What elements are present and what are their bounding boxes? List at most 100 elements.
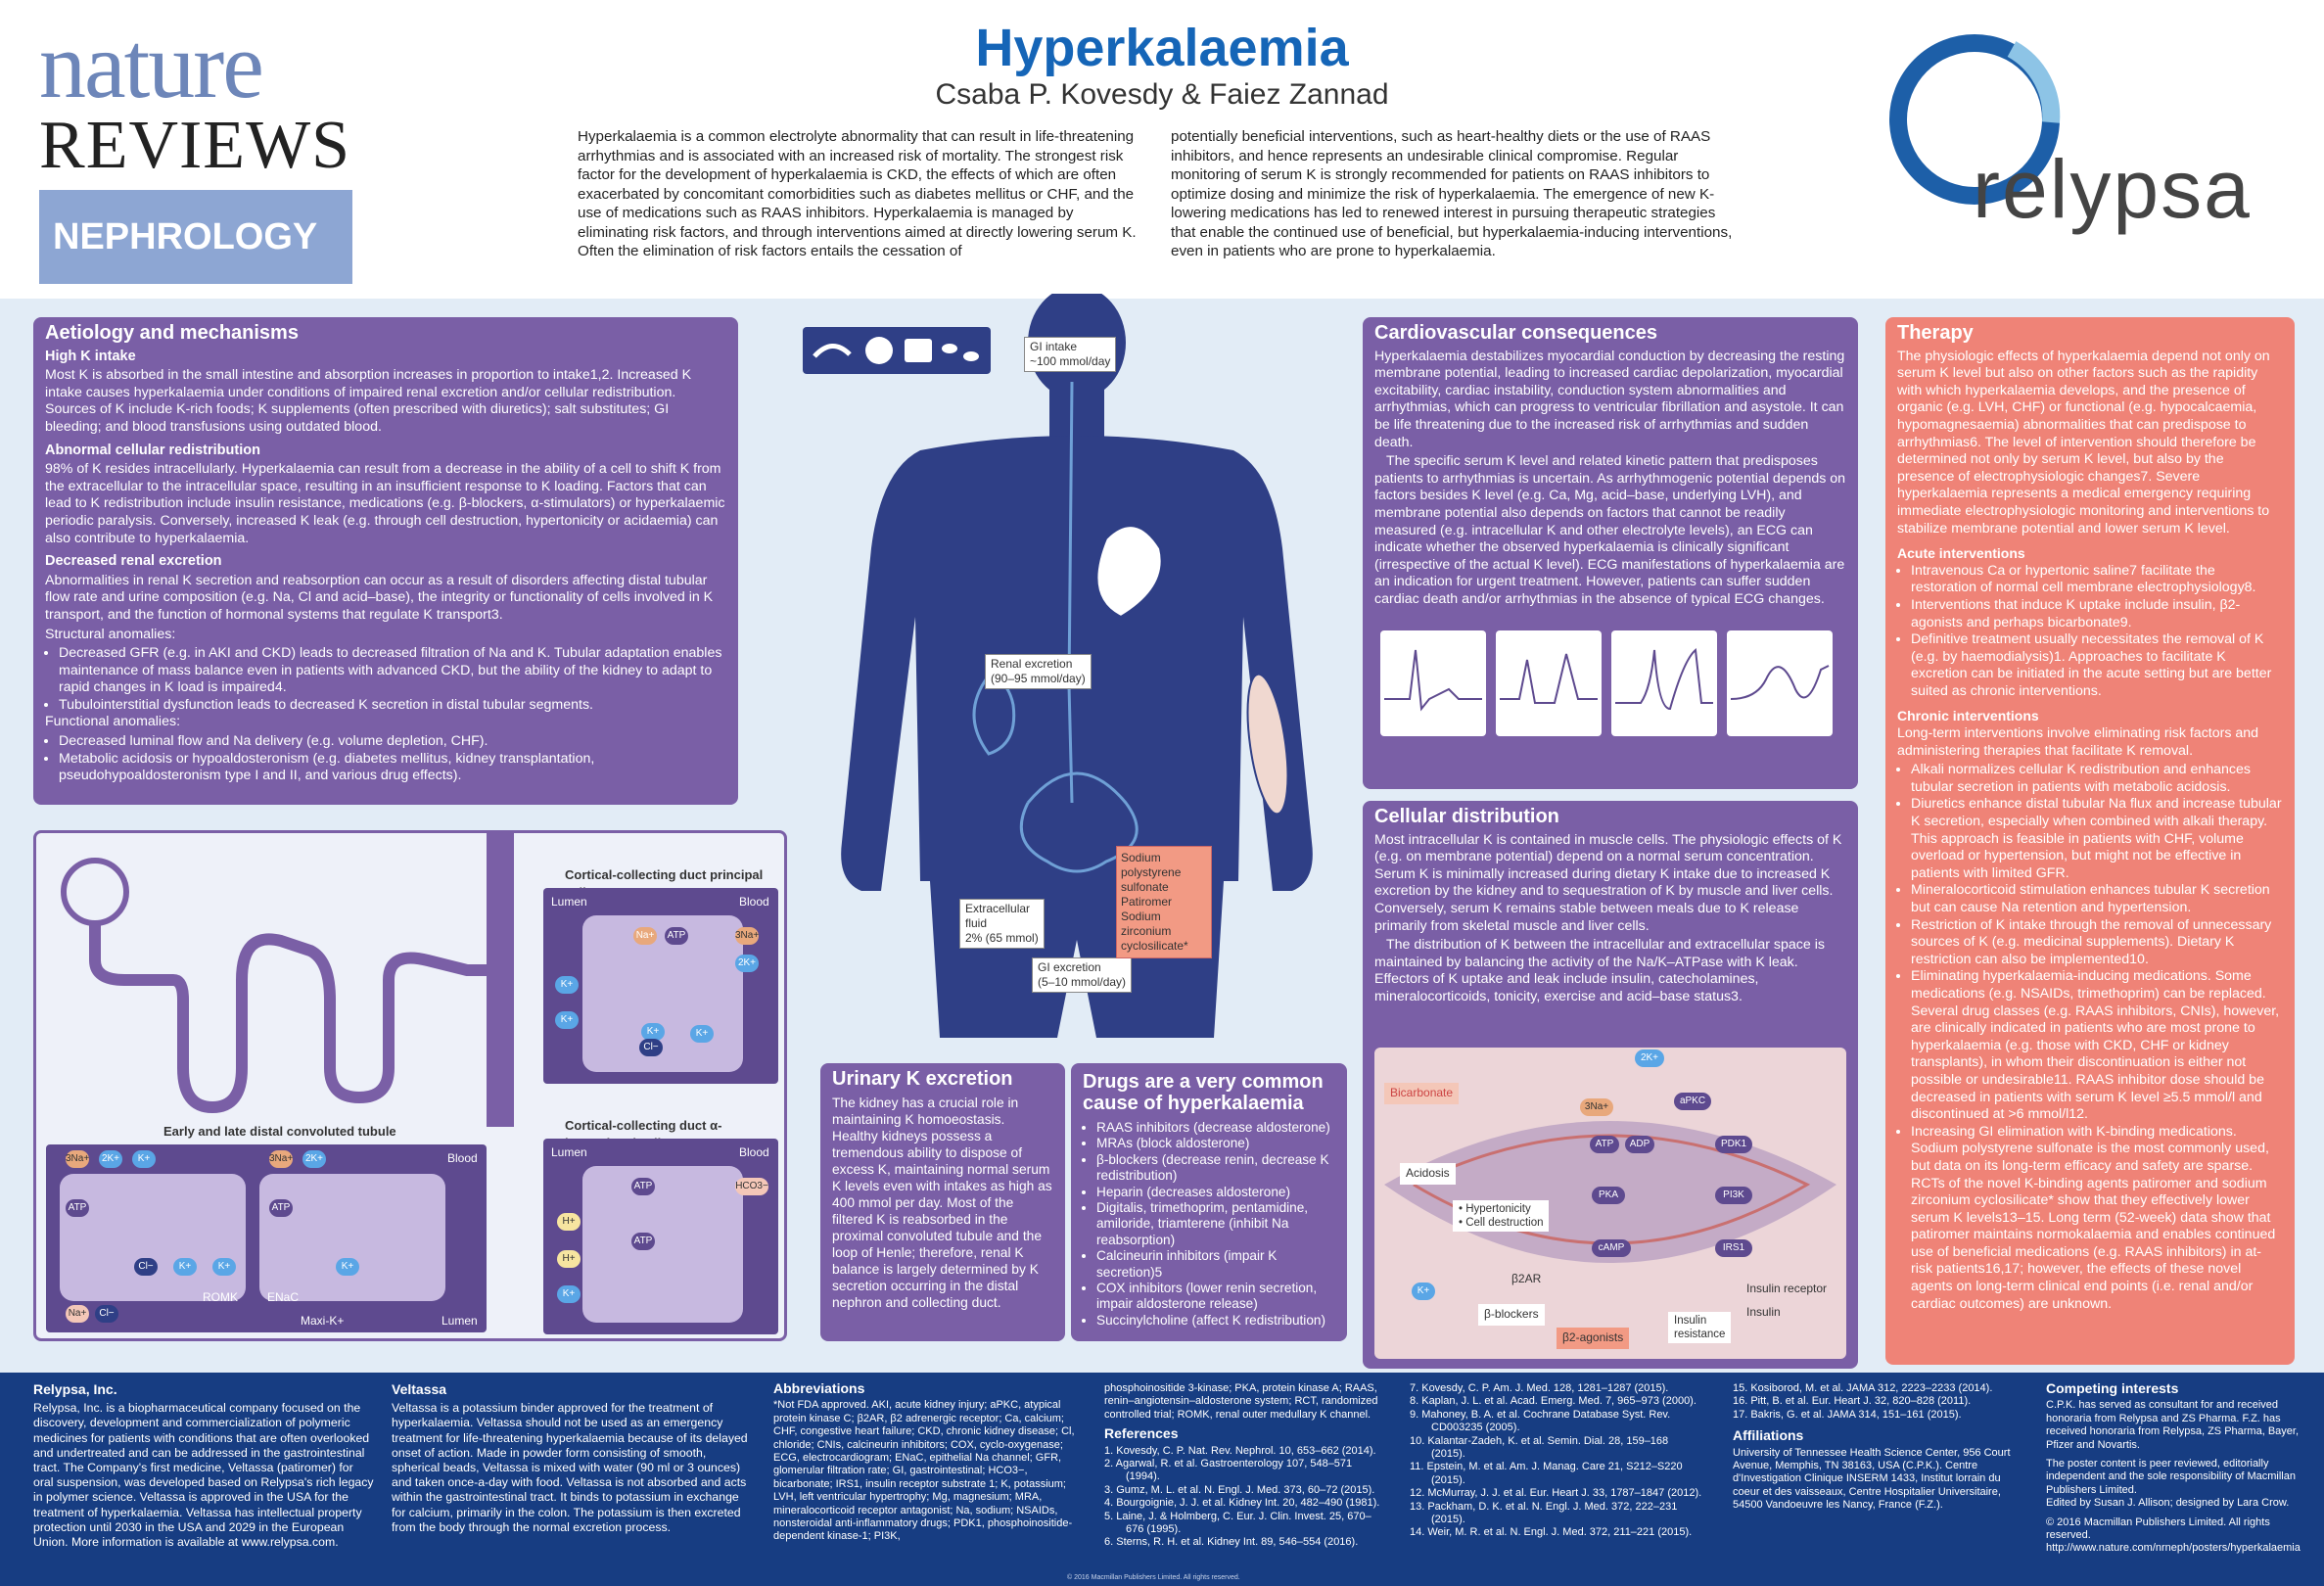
reference-item: 4. Bourgoignie, J. J. et al. Kidney Int.… [1104, 1497, 1380, 1510]
drugs-title: Drugs are a very common cause of hyperka… [1083, 1071, 1324, 1114]
aetiology-title: Aetiology and mechanisms [45, 322, 299, 344]
cl-ion: Cl− [639, 1039, 663, 1056]
acute-heading: Acute interventions [1897, 545, 2025, 562]
k-ion: K+ [212, 1258, 236, 1276]
drug-item: Digitalis, trimethoprim, pentamidine, am… [1096, 1200, 1335, 1248]
reference-item: 1. Kovesdy, C. P. Nat. Rev. Nephrol. 10,… [1104, 1444, 1376, 1457]
ecg-wave-icon [1730, 665, 1830, 700]
ecg-wave-icon [1500, 653, 1598, 704]
beta-blockers-label: β-blockers [1478, 1304, 1545, 1326]
footer-small-copyright: © 2016 Macmillan Publishers Limited. All… [1067, 1574, 1240, 1581]
chronic-item: Diuretics enhance distal tubular Na flux… [1911, 796, 2283, 882]
beta2-agonists-label: β2-agonists [1557, 1328, 1630, 1349]
food-icons [803, 327, 991, 374]
cellular-text-1: Most intracellular K is contained in mus… [1374, 831, 1842, 934]
reference-item: 11. Epstein, M. et al. Am. J. Manag. Car… [1410, 1461, 1683, 1486]
lumen-label: Lumen [442, 1314, 478, 1328]
intro-right: potentially beneficial interventions, su… [1171, 128, 1733, 259]
irs1-label: IRS1 [1715, 1239, 1752, 1257]
intro-left: Hyperkalaemia is a common electrolyte ab… [578, 128, 1137, 259]
drug-item: Succinylcholine (affect K redistribution… [1096, 1313, 1335, 1329]
h-ion: H+ [557, 1213, 581, 1231]
k-binder-drugs-tag: Sodium polystyrene sulfonate Patiromer S… [1116, 846, 1212, 958]
reference-item: 10. Kalantar-Zadeh, K. et al. Semin. Dia… [1410, 1434, 1669, 1461]
k-ion: K+ [173, 1258, 197, 1276]
k-rich-food-icon [813, 337, 979, 364]
na3-ion: 3Na+ [66, 1150, 89, 1168]
k-leak-causes: • Hypertonicity • Cell destruction [1453, 1200, 1550, 1232]
atp-label: ATP [66, 1199, 89, 1217]
k-binder-drug: Sodium zirconium cyclosilicate* [1121, 910, 1188, 953]
high-k-intake-text: Most K is absorbed in the small intestin… [45, 367, 692, 435]
footer-ci-text-2: The poster content is peer reviewed, edi… [2046, 1458, 2296, 1496]
na-ion: Na+ [66, 1305, 89, 1323]
urinary-text: The kidney has a crucial role in maintai… [832, 1095, 1052, 1310]
footer-veltassa-text: Veltassa is a potassium binder approved … [392, 1401, 748, 1534]
reference-item: 8. Kaplan, J. L. et al. Acad. Emerg. Med… [1410, 1395, 1697, 1408]
footer-affil-title: Affiliations [1733, 1427, 1804, 1444]
footer-url[interactable]: http://www.nature.com/nrneph/posters/hyp… [2046, 1542, 2301, 1555]
atp-label: ATP [631, 1178, 655, 1195]
footer-relypsa: Relypsa, Inc. Relypsa, Inc. is a biophar… [33, 1381, 376, 1550]
poster-title: Hyperkalaemia [975, 19, 1349, 77]
footer-ci-text-3: Edited by Susan J. Allison; designed by … [2046, 1497, 2290, 1510]
romk-label: ROMK [203, 1290, 238, 1304]
drug-item: COX inhibitors (lower renin secretion, i… [1096, 1281, 1335, 1313]
cardio-title: Cardiovascular consequences [1374, 322, 1658, 344]
reference-item: 13. Packham, D. K. et al. N. Engl. J. Me… [1410, 1500, 1678, 1526]
ecg-wave-icon [1384, 649, 1482, 712]
acute-item: Interventions that induce K uptake inclu… [1911, 597, 2283, 631]
urinary-excretion-panel: Urinary K excretion The kidney has a cru… [820, 1063, 1065, 1341]
reference-item: 6. Sterns, R. H. et al. Kidney Int. 89, … [1104, 1536, 1359, 1549]
footer-ci-text-4: © 2016 Macmillan Publishers Limited. All… [2046, 1516, 2270, 1542]
renal-excretion-label: Renal excretion (90–95 mmol/day) [985, 654, 1092, 689]
cell-destruction-label: • Cell destruction [1459, 1217, 1544, 1229]
therapy-panel: Therapy The physiologic effects of hyper… [1885, 317, 2295, 1365]
k-ion: K+ [132, 1150, 156, 1168]
chronic-intro: Long-term interventions involve eliminat… [1897, 725, 2259, 759]
nephron-diagram: Cortical-collecting duct principal cell … [33, 830, 787, 1341]
reference-item: 16. Pitt, B. et al. Eur. Heart J. 32, 82… [1733, 1395, 1972, 1408]
cellular-text-2: The distribution of K between the intrac… [1374, 937, 1825, 1004]
k-ion: K+ [555, 976, 579, 994]
pka-label: PKA [1592, 1187, 1625, 1204]
footer-abbrev-text: *Not FDA approved. AKI, acute kidney inj… [773, 1399, 1075, 1543]
ecg-trace-1 [1380, 630, 1486, 736]
reference-item: 12. McMurray, J. J. et al. Eur. Heart J.… [1410, 1487, 1702, 1500]
insulin-resistance-label: Insulin resistance [1668, 1312, 1732, 1343]
atp-label: ATP [1590, 1136, 1619, 1153]
acute-item: Intravenous Ca or hypertonic saline7 fac… [1911, 563, 2283, 597]
footer-abbrev-text-2: phosphoinositide 3-kinase; PKA, protein … [1104, 1382, 1378, 1421]
bicarbonate-label: Bicarbonate [1384, 1083, 1460, 1104]
enac-label: ENaC [267, 1290, 300, 1304]
blood-label: Blood [739, 895, 769, 909]
pdk1-label: PDK1 [1715, 1136, 1752, 1153]
blood-label: Blood [447, 1151, 478, 1165]
k-binder-drug: Sodium polystyrene sulfonate [1121, 851, 1182, 894]
chronic-heading: Chronic interventions [1897, 708, 2039, 724]
lumen-label: Lumen [551, 895, 587, 909]
h-ion: H+ [557, 1250, 581, 1268]
reference-item: 5. Laine, J. & Holmberg, C. Eur. J. Clin… [1104, 1510, 1371, 1536]
renal-excretion-heading: Decreased renal excretion [45, 553, 222, 570]
extracellular-fluid-label: Extracellular fluid 2% (65 mmol) [959, 899, 1045, 949]
sponsor-logo: relypsa [1865, 29, 2296, 264]
nephron-tubule-icon [61, 833, 514, 1127]
alpha-cell-body [582, 1166, 743, 1323]
footer-ci-title: Competing interests [2046, 1380, 2179, 1396]
reference-item: 7. Kovesdy, C. P. Am. J. Med. 128, 1281–… [1410, 1382, 1669, 1394]
drugs-panel: Drugs are a very common cause of hyperka… [1071, 1063, 1347, 1341]
ecg-trace-4 [1727, 630, 1833, 736]
acidosis-label: Acidosis [1400, 1163, 1456, 1185]
muscle-cell-diagram: 2K+ 3Na+ ATP ADP aPKC PDK1 PKA PI3K cAMP… [1374, 1048, 1846, 1359]
k2-ion: 2K+ [1635, 1050, 1664, 1067]
footer-competing-interests: Competing interests C.P.K. has served as… [2046, 1380, 2301, 1556]
hco3-ion: HCO3− [735, 1178, 768, 1195]
cl-ion: Cl− [95, 1305, 118, 1323]
redistribution-heading: Abnormal cellular redistribution [45, 442, 260, 458]
therapy-title: Therapy [1897, 322, 1974, 344]
b2ar-label: β2AR [1511, 1272, 1542, 1285]
na3-ion: 3Na+ [269, 1150, 293, 1168]
ecg-wave-icon [1615, 648, 1713, 711]
functional-item: Metabolic acidosis or hypoaldosteronism … [59, 751, 726, 785]
